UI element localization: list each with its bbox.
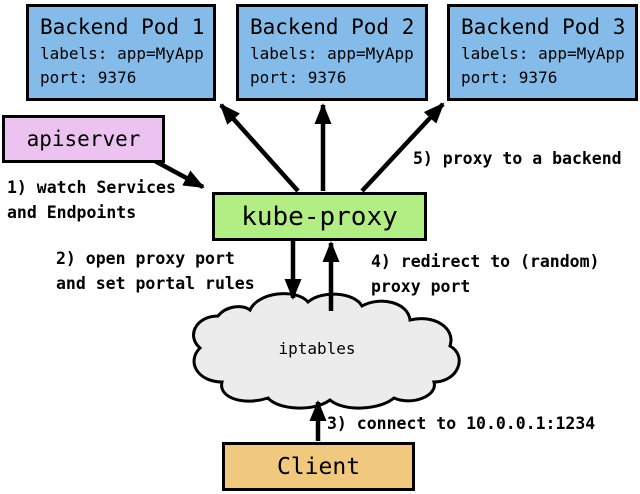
pod-3-labels: labels: app=MyApp — [461, 44, 625, 63]
pod-1-labels: labels: app=MyApp — [40, 44, 204, 63]
step-5-annotation: 5) proxy to a backend — [413, 149, 622, 168]
pod-2-labels: labels: app=MyApp — [250, 44, 414, 63]
backend-pod-3-box: Backend Pod 3 labels: app=MyApp port: 93… — [447, 4, 638, 101]
backend-pod-2-box: Backend Pod 2 labels: app=MyApp port: 93… — [236, 4, 428, 101]
apiserver-label: apiserver — [26, 127, 141, 151]
pod-1-port: port: 9376 — [40, 68, 137, 87]
arrow-step5-kube-proxy-to-pod3 — [360, 102, 445, 193]
pod-3-title: Backend Pod 3 — [461, 15, 626, 39]
arrow-step1-apiserver-to-kube-proxy — [153, 159, 205, 189]
pod-2-title: Backend Pod 2 — [250, 15, 415, 39]
iptables-label: iptables — [278, 339, 356, 358]
kube-proxy-box: kube-proxy — [212, 192, 427, 241]
apiserver-box: apiserver — [2, 115, 165, 163]
step-2-annotation: 2) open proxy port and set portal rules — [56, 249, 255, 293]
client-box: Client — [222, 442, 415, 491]
step-3-annotation: 3) connect to 10.0.0.1:1234 — [327, 414, 596, 433]
iptables-cloud-shape — [192, 292, 461, 410]
step-1-annotation: 1) watch Services and Endpoints — [7, 178, 176, 222]
pod-2-port: port: 9376 — [250, 68, 347, 87]
backend-pod-1-box: Backend Pod 1 labels: app=MyApp port: 93… — [26, 4, 216, 101]
pod-3-port: port: 9376 — [461, 68, 558, 87]
kube-proxy-label: kube-proxy — [241, 201, 398, 232]
pod-1-title: Backend Pod 1 — [40, 15, 205, 39]
arrow-step5-kube-proxy-to-pod1 — [219, 103, 300, 193]
client-label: Client — [276, 453, 361, 480]
step-4-annotation: 4) redirect to (random) proxy port — [371, 252, 600, 296]
